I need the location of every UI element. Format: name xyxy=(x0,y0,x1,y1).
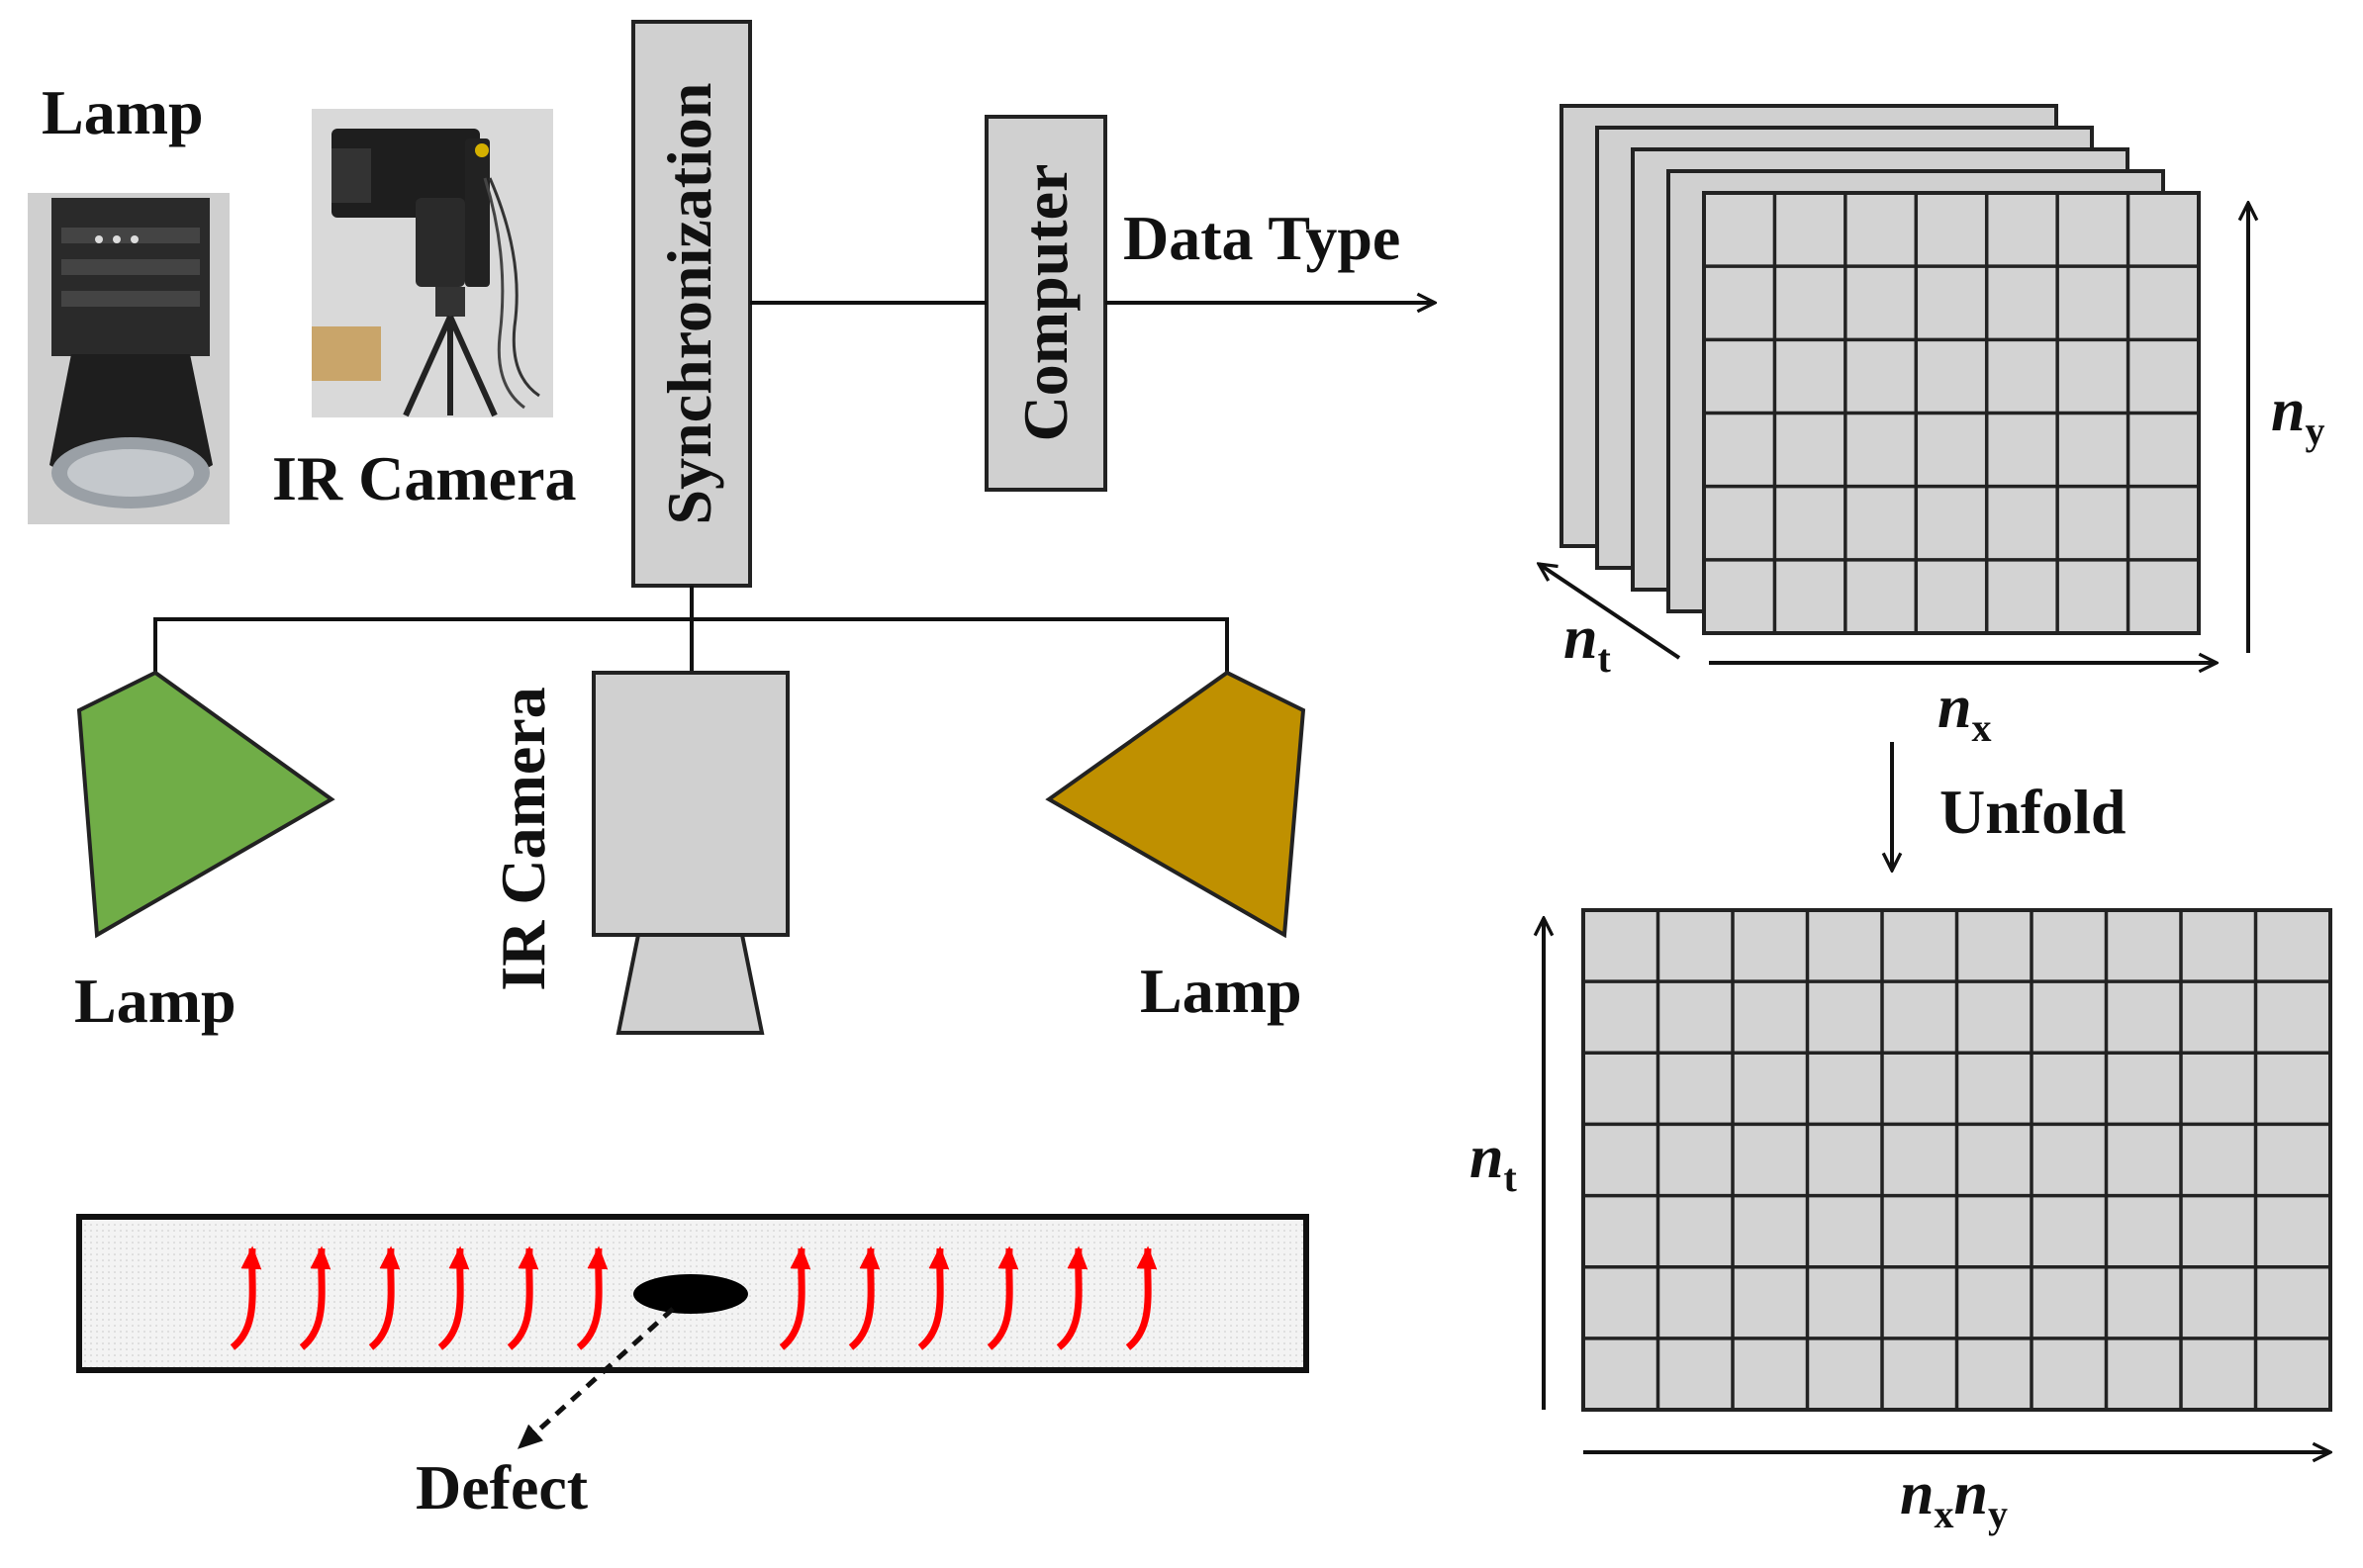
heat-flow-arrow xyxy=(368,1245,401,1350)
lamp-left-label: Lamp xyxy=(74,966,236,1036)
lamp-right-label: Lamp xyxy=(1140,956,1302,1026)
nt-label-matrix: nt xyxy=(1469,1124,1517,1200)
camera-photo-label: IR Camera xyxy=(272,443,576,513)
lamp-photo-label: Lamp xyxy=(42,77,204,147)
defect-label: Defect xyxy=(416,1452,589,1522)
heat-flow-arrow xyxy=(1125,1245,1158,1350)
heat-flow-arrow xyxy=(917,1245,950,1350)
sync-wiring xyxy=(153,586,1229,673)
heat-flow-arrow xyxy=(1056,1245,1088,1350)
lamp-right-shape xyxy=(1045,670,1306,939)
defect-arrow xyxy=(517,1307,675,1449)
nt-label-cube: nt xyxy=(1563,604,1611,681)
heat-flow-arrow xyxy=(848,1245,881,1350)
synchronization-label: Synchronization xyxy=(654,83,724,525)
heat-flow-arrow xyxy=(987,1245,1019,1350)
computer-label: Computer xyxy=(1010,164,1081,442)
unfold-label: Unfold xyxy=(1939,777,2127,847)
lamp-photo xyxy=(28,193,230,524)
ir-camera-body xyxy=(592,671,790,937)
defect-shape xyxy=(633,1274,748,1314)
ir-camera-photo xyxy=(312,109,553,417)
heat-flow-arrow xyxy=(576,1245,609,1350)
heat-flow-arrow xyxy=(299,1245,331,1350)
nxny-label: nxny xyxy=(1900,1460,2008,1536)
heat-flow-arrow xyxy=(507,1245,539,1350)
data-type-label: Data Type xyxy=(1123,203,1400,273)
ny-label: ny xyxy=(2271,377,2324,453)
heat-flow-arrow xyxy=(230,1245,262,1350)
heat-flow-arrow xyxy=(779,1245,811,1350)
ir-camera-schematic-label: IR Camera xyxy=(488,687,558,990)
nx-label: nx xyxy=(1938,674,1991,750)
nt-axis-arrow-cube xyxy=(1539,564,1681,660)
heat-flow-arrow xyxy=(437,1245,470,1350)
data-cube xyxy=(1560,104,2201,635)
heat-arrows xyxy=(230,1245,1158,1350)
lamp-left-shape xyxy=(76,670,335,939)
ir-camera-lens xyxy=(615,933,765,1035)
unfolded-matrix xyxy=(1581,908,2332,1412)
